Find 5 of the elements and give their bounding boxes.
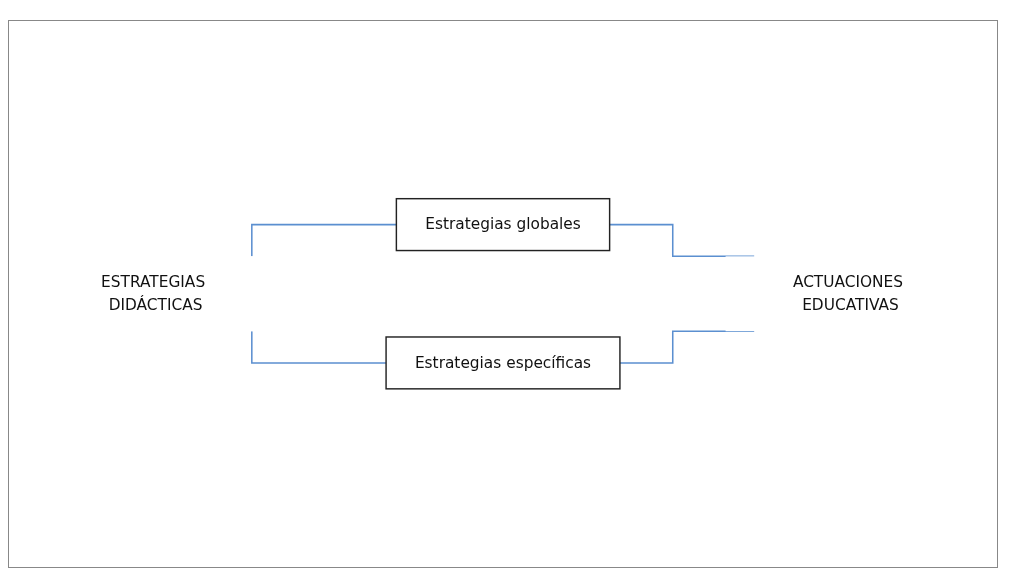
node-text: ACTUACIONES EDUCATIVAS [792, 272, 904, 315]
connector [251, 330, 387, 364]
node-box: Estrategias globales [395, 198, 611, 252]
node-box: Estrategias específicas [385, 336, 621, 390]
node-text: ESTRATEGIAS DIDÁCTICAS [101, 272, 206, 315]
